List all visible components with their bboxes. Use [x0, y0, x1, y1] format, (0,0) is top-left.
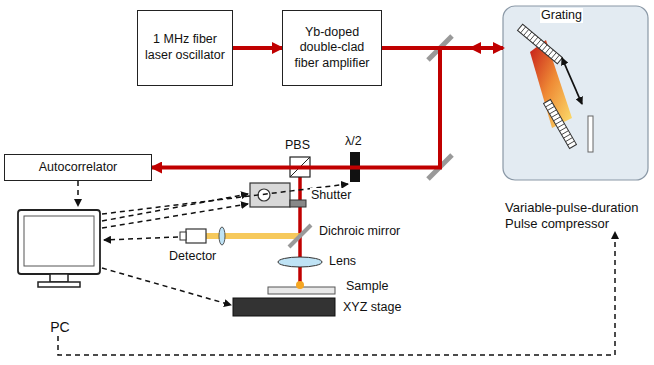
dichroic-mirror: [289, 225, 311, 247]
detector: [180, 227, 225, 245]
upper-grating: [518, 24, 563, 64]
laser-beam-arrow: [233, 46, 282, 50]
part-label: Detector: [168, 249, 217, 264]
end-mirror: [588, 116, 593, 152]
return-arrowhead: [469, 42, 481, 54]
node-text: PC: [15, 319, 105, 337]
fiber-amplifier-box: Yb-doped double-clad fiber amplifier: [282, 10, 382, 86]
node-text: Variable-pulse-duration Pulse compressor: [505, 200, 651, 233]
lower-grating: [544, 99, 577, 148]
part-label: PBS: [284, 138, 311, 153]
signal-beam: [200, 233, 300, 239]
focus-spot: [296, 281, 304, 289]
control-arrow: [77, 181, 79, 206]
control-arrow: [58, 232, 615, 355]
pc: PC: [15, 206, 105, 336]
part-label: λ/2: [344, 134, 363, 149]
distance-arrow: [562, 58, 582, 104]
autocorrelator-box: Autocorrelator: [4, 154, 152, 181]
node-text: Autocorrelator: [39, 160, 118, 176]
part-label: Shutter: [310, 188, 352, 203]
lens: [278, 257, 322, 267]
compressor-panel: [503, 6, 648, 180]
part-label: Sample: [345, 279, 389, 294]
pc-monitor: [18, 210, 100, 287]
xyz-stage: [233, 298, 335, 316]
part-label: Lens: [328, 254, 357, 269]
node-text: Yb-doped double-clad fiber amplifier: [289, 25, 375, 72]
pulse-compressor: Variable-pulse-duration Pulse compressor: [503, 6, 651, 232]
node-text: 1 MHz fiber laser oscillator: [144, 32, 226, 63]
part-label: Grating: [540, 8, 583, 23]
laser-oscillator-box: 1 MHz fiber laser oscillator: [137, 10, 233, 86]
part-label: Dichroic mirror: [318, 224, 401, 239]
part-label: XYZ stage: [342, 300, 402, 315]
